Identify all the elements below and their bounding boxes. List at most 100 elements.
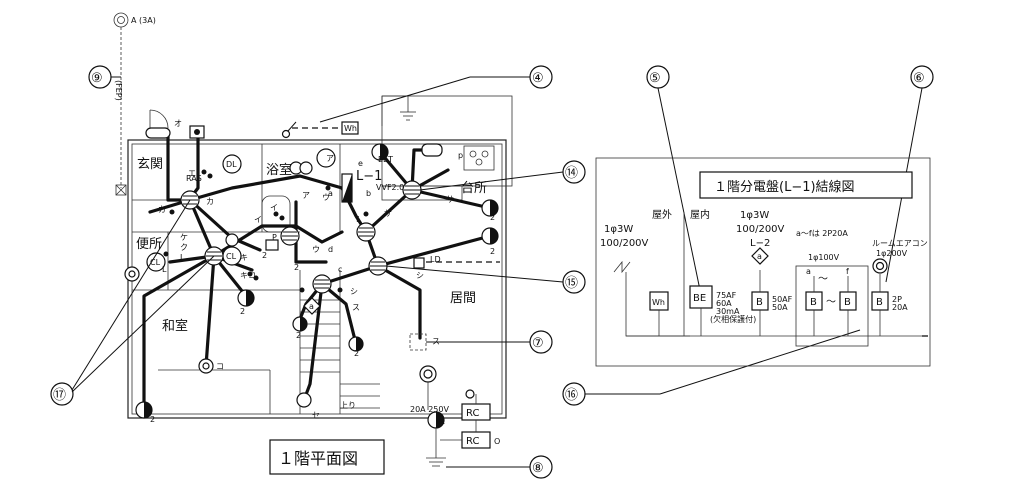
svg-text:カ: カ <box>206 197 214 206</box>
panel-l1-label: L−1 <box>356 169 382 184</box>
svg-text:2: 2 <box>150 415 155 424</box>
panel-meter-label: Wh <box>652 298 665 307</box>
switches <box>163 169 369 293</box>
panel-diagram-title: １階分電盤(L−1)結線図 <box>714 179 855 195</box>
aircon-supply-label: 1φ200V <box>876 249 908 258</box>
room-label-kitchen: 台所 <box>461 181 487 196</box>
svg-text:L: L <box>180 253 185 262</box>
callout-14: ⑭ <box>565 166 578 181</box>
breaker-spec-note: a〜fは 2P20A <box>796 229 848 238</box>
branch-f-label: f <box>846 267 849 276</box>
junction-boxes <box>180 180 422 294</box>
plan-title-frame <box>269 439 385 475</box>
room-label-toilet: 便所 <box>136 237 162 252</box>
room-label-living: 居間 <box>450 291 476 306</box>
svg-text:イ: イ <box>254 215 262 224</box>
svg-text:f: f <box>356 215 359 224</box>
svg-text:L: L <box>162 265 167 274</box>
outlet-icon <box>292 316 308 332</box>
svg-text:カ: カ <box>158 205 166 214</box>
sub-supply-label: 1φ100V <box>808 253 840 262</box>
svg-text:ク: ク <box>180 243 188 252</box>
svg-text:キコ: キコ <box>240 271 256 280</box>
ceiling-light-label: CL <box>226 252 237 261</box>
rc-label: RC <box>466 436 479 447</box>
outlet-icon <box>481 227 499 245</box>
callout-16: ⑯ <box>565 388 578 403</box>
svg-text:2: 2 <box>296 331 301 340</box>
svg-text:イ: イ <box>270 203 278 212</box>
branch-tilde-top: 〜 <box>818 274 828 285</box>
svg-text:ス: ス <box>352 303 360 312</box>
junction-box-center <box>356 222 376 242</box>
svg-text:サ: サ <box>446 195 454 204</box>
svg-text:a: a <box>328 189 333 198</box>
branch-breaker-f: B <box>844 297 851 308</box>
rc-o-label: O <box>494 437 500 446</box>
callout-9: ⑨ <box>91 71 103 86</box>
svg-text:ケ: ケ <box>180 233 188 242</box>
branch-tilde: 〜 <box>826 297 836 308</box>
outlet-icon <box>371 143 389 161</box>
svg-text:オ: オ <box>174 119 182 128</box>
svg-text:エ: エ <box>188 169 196 178</box>
svg-text:2: 2 <box>490 213 495 222</box>
callout-5: ⑤ <box>649 71 661 86</box>
svg-text:e: e <box>358 159 363 168</box>
branch-a-label: a <box>806 267 811 276</box>
svg-text:P: P <box>272 233 277 242</box>
plan-title: １階平面図 <box>278 449 358 468</box>
svg-text:シ: シ <box>416 271 424 280</box>
panel-l1-symbol: L−1 VVF2.0 EET RAS <box>186 155 404 203</box>
svg-text:2: 2 <box>354 349 359 358</box>
outlet-rating-label: A (3A) <box>131 16 156 25</box>
svg-text:コ: コ <box>216 362 224 371</box>
room-label-washitsu: 和室 <box>162 318 188 334</box>
earth-outlet-rating: 20A 250V <box>410 405 449 414</box>
downlight-label: DL <box>226 160 237 169</box>
ld-label: LD <box>430 255 441 264</box>
ceiling-light-label: CL <box>150 258 161 267</box>
svg-text:p: p <box>458 151 463 160</box>
l2-label: L−2 <box>750 238 770 249</box>
room-aircon-label: ルームエアコン <box>872 239 928 248</box>
outlet-icon <box>481 199 499 217</box>
eet-label: EET <box>378 155 393 164</box>
svg-text:ウ: ウ <box>312 245 320 254</box>
diamond-box-icon: a <box>303 297 321 315</box>
junction-box-14 <box>402 180 422 200</box>
callout-7: ⑦ <box>532 336 544 351</box>
branch-breaker-group <box>795 265 869 347</box>
meter-box: Wh <box>281 95 416 139</box>
svg-text:c: c <box>338 265 342 274</box>
svg-text:サ: サ <box>384 209 392 218</box>
main-breaker-b-label: B <box>756 297 763 308</box>
fep-label: (FEP) <box>114 80 123 101</box>
svg-text:2: 2 <box>240 307 245 316</box>
earth-outlet: 20A 250V RC RC O <box>410 365 500 467</box>
outlet-icon <box>237 289 255 307</box>
stairs-up-label: 上り <box>340 401 356 410</box>
callout-6: ⑥ <box>913 71 925 86</box>
junction-box-stair <box>312 274 332 294</box>
svg-text:2: 2 <box>490 247 495 256</box>
indoor-label: 屋内 <box>690 208 710 221</box>
ras-label: RAS <box>186 174 202 183</box>
rc-label: RC <box>466 408 479 419</box>
panel-diagram-frame <box>595 157 931 367</box>
floor-plan: A (3A) (FEP) <box>113 12 513 475</box>
svg-text:E: E <box>440 417 445 426</box>
branch-breaker-a: B <box>810 297 817 308</box>
meter-label: Wh <box>344 124 357 133</box>
vvf-label: VVF2.0 <box>376 183 404 192</box>
svg-text:シ: シ <box>350 287 358 296</box>
outlet-icon <box>135 401 153 419</box>
callouts: ⑨ ④ ⑭ ⑮ ⑦ ⑧ ⑰ ⑤ ⑥ ⑯ <box>50 65 934 479</box>
callout-4: ④ <box>532 71 544 86</box>
